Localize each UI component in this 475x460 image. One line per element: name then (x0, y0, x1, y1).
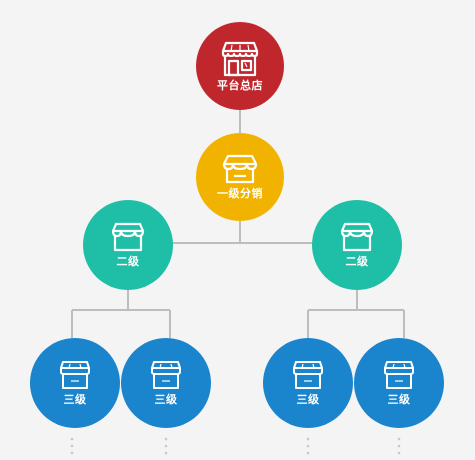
continuation-dot (164, 444, 168, 448)
continuation-dot (70, 437, 74, 441)
continuation-dot (70, 451, 74, 455)
continuation-dot (70, 444, 74, 448)
shop-box-icon (60, 361, 90, 389)
level2-node: 二级 (312, 200, 402, 290)
level3-node: 三级 (354, 338, 444, 428)
level2-label: 二级 (345, 255, 369, 268)
continuation-dot (306, 444, 310, 448)
shop-awning-icon (222, 154, 258, 184)
shop-box-icon (384, 361, 414, 389)
shop-box-icon (151, 361, 181, 389)
continuation-dot (397, 444, 401, 448)
level3-node: 三级 (30, 338, 120, 428)
level2-node: 二级 (83, 200, 173, 290)
root-label: 平台总店 (217, 78, 263, 92)
shop-awning-icon (111, 222, 145, 252)
level3-label: 三级 (154, 393, 178, 406)
level3-label: 三级 (63, 393, 87, 406)
level3-label: 三级 (387, 393, 411, 406)
continuation-dot (397, 437, 401, 441)
continuation-dot (306, 451, 310, 455)
level2-label: 二级 (116, 255, 140, 268)
level3-node: 三级 (263, 338, 353, 428)
level3-label: 三级 (296, 393, 320, 406)
continuation-dot (397, 451, 401, 455)
level1-node: 一级分销 (196, 133, 284, 221)
storefront-icon (221, 41, 259, 76)
root-node: 平台总店 (196, 22, 284, 110)
shop-box-icon (293, 361, 323, 389)
level1-label: 一级分销 (217, 187, 263, 200)
shop-awning-icon (340, 222, 374, 252)
continuation-dot (164, 451, 168, 455)
level3-node: 三级 (121, 338, 211, 428)
continuation-dot (164, 437, 168, 441)
continuation-dot (306, 437, 310, 441)
